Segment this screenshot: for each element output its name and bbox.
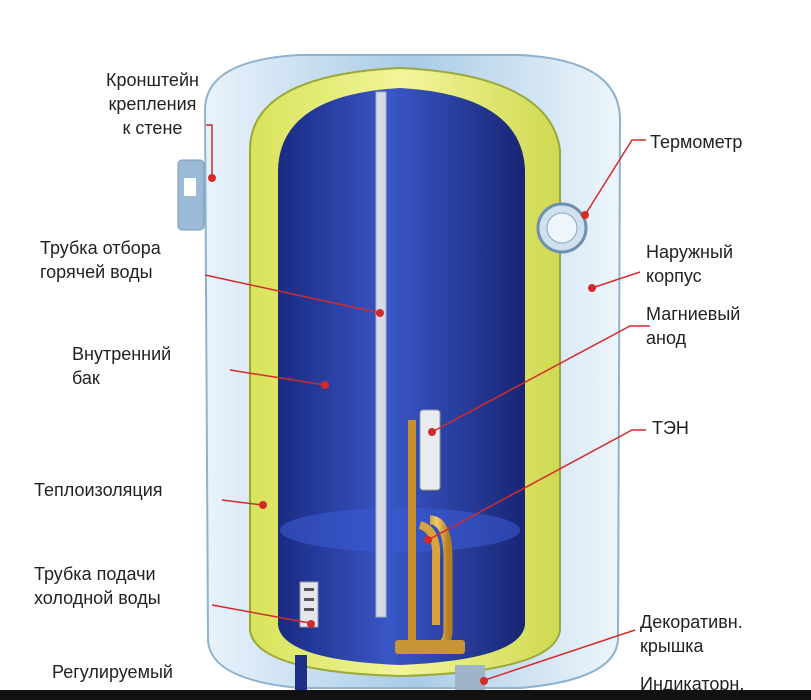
- hot-water-pipe: [375, 91, 387, 618]
- bottom-bar: [0, 690, 811, 700]
- leader-lines: [204, 124, 650, 681]
- label-hot-pipe: Трубка отбора горячей воды: [40, 238, 161, 282]
- label-cold-pipe: Трубка подачи холодной воды: [34, 564, 161, 608]
- wall-bracket: [177, 159, 205, 231]
- label-heater: ТЭН: [652, 418, 689, 438]
- label-regulator: Регулируемый: [52, 662, 173, 682]
- label-indicator: Индикаторн.: [640, 674, 745, 694]
- label-cover: Декоративн. крышка: [640, 612, 743, 656]
- label-outer-case: Наружный корпус: [646, 242, 733, 286]
- label-bracket: Кронштейн крепления к стене: [106, 70, 199, 138]
- magnesium-anode: [419, 409, 441, 491]
- thermometer-gauge: [536, 202, 588, 254]
- heating-element: [395, 420, 465, 654]
- label-thermometer: Термометр: [650, 132, 743, 152]
- leader-dots: [208, 174, 596, 685]
- label-insulation: Теплоизоляция: [34, 480, 163, 500]
- label-inner-tank: Внутренний бак: [72, 344, 172, 388]
- label-anode: Магниевый анод: [646, 304, 741, 348]
- inner-tank: [278, 88, 525, 665]
